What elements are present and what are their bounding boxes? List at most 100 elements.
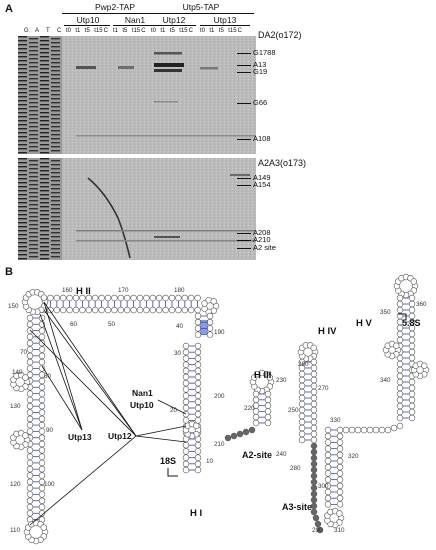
nucleotide <box>396 378 404 386</box>
nucleotide <box>396 300 404 308</box>
nucleotide <box>336 495 344 502</box>
seq-lane-a: A <box>35 28 40 34</box>
nucleotide <box>336 488 344 496</box>
nucleotide <box>59 306 67 314</box>
nucleotide <box>38 346 46 353</box>
position-label: 180 <box>174 287 185 294</box>
nucleotide <box>136 294 144 302</box>
nucleotide <box>390 424 398 432</box>
nucleotide <box>408 348 416 356</box>
nucleotide <box>91 294 99 302</box>
nucleotide <box>175 294 182 302</box>
nucleotide <box>194 348 202 356</box>
nucleotide <box>310 454 318 462</box>
nucleotide <box>298 406 306 414</box>
nucleotide <box>182 361 190 368</box>
nucleotide <box>393 342 400 349</box>
protein-lines <box>150 25 196 26</box>
position-label: 290 <box>312 527 323 534</box>
crosslink-label-utp13: Utp13 <box>68 432 92 442</box>
nucleotide <box>310 460 318 468</box>
gel-marker-label: A210 <box>237 235 271 244</box>
nucleotide <box>396 360 404 368</box>
nucleotide <box>342 426 350 434</box>
helix-label-h-iii: H III <box>254 370 271 381</box>
nucleotide <box>408 306 416 314</box>
nucleotide <box>252 414 260 421</box>
nucleotide <box>336 439 344 446</box>
crosslink-line-utp12 <box>29 435 137 526</box>
nucleotide <box>66 306 73 314</box>
gel-marker-label: G1788 <box>237 48 276 57</box>
nucleotide <box>252 396 260 404</box>
crosslink-line-utp13 <box>39 313 83 431</box>
nucleotide <box>66 294 73 302</box>
rrna-bracket-5-8s <box>398 313 407 320</box>
nucleotide <box>324 482 332 490</box>
nucleotide <box>310 484 318 492</box>
nucleotide <box>298 424 306 432</box>
gel-marker-label: A13 <box>237 60 266 69</box>
nucleotide <box>324 488 332 496</box>
nucleotide <box>40 524 47 531</box>
nucleotide <box>421 362 428 369</box>
nucleotide <box>26 484 34 492</box>
nucleotide <box>26 503 34 511</box>
nucleotide <box>53 294 60 302</box>
nucleotide <box>194 379 202 387</box>
highlight-pair <box>200 320 208 334</box>
nucleotide <box>162 294 169 302</box>
header-utp5-tap: Utp5-TAP <box>182 2 220 12</box>
position-label: 20 <box>170 407 178 414</box>
nucleotide <box>38 384 46 391</box>
nucleotide <box>98 294 105 302</box>
position-label: 360 <box>416 301 427 308</box>
seq-lane-t: T <box>46 28 50 34</box>
nucleotide <box>324 457 332 465</box>
gel-marker-label: A208 <box>237 228 271 237</box>
nucleotide <box>168 294 176 302</box>
crosslink-label-utp12: Utp12 <box>108 431 132 441</box>
nucleotide <box>182 373 190 381</box>
position-label: 270 <box>318 385 329 392</box>
nucleotide <box>26 352 34 360</box>
nucleotide <box>396 396 404 404</box>
rrna-label-18s: 18S <box>160 456 176 466</box>
nucleotide <box>324 495 332 502</box>
nucleotide <box>26 358 34 366</box>
nucleotide <box>408 336 416 344</box>
position-label: 210 <box>214 441 225 448</box>
gel-image-1 <box>18 36 256 154</box>
crosslink-line-utp12 <box>29 329 137 437</box>
nucleotide <box>408 300 416 308</box>
nucleotide <box>26 346 34 353</box>
position-label: 240 <box>276 451 287 458</box>
nucleotide <box>38 339 46 347</box>
nucleotide <box>26 403 34 410</box>
nucleotide <box>194 361 202 368</box>
nucleotide <box>324 464 332 471</box>
nucleotide <box>194 373 202 381</box>
nucleotide <box>79 306 86 314</box>
nucleotide <box>26 415 34 423</box>
nucleotide <box>266 374 273 381</box>
header-pwp2-tap: Pwp2-TAP <box>95 2 135 12</box>
position-label: 160 <box>62 287 73 294</box>
nucleotide <box>206 331 214 338</box>
crosslink-line-utp13 <box>41 365 83 431</box>
nucleotide <box>236 430 244 438</box>
nucleotide <box>26 453 34 460</box>
time-lane-label: t0 <box>200 28 206 34</box>
nucleotide <box>194 392 202 399</box>
time-lane-label: t15 <box>94 28 103 34</box>
nucleotide <box>298 394 306 402</box>
nucleotide <box>38 459 46 467</box>
seq-lane-c: C <box>57 28 62 34</box>
helix-label-h-iv: H IV <box>318 326 337 337</box>
nucleotide <box>136 306 144 314</box>
rrna-label-5-8s: 5.8S <box>402 318 421 328</box>
position-label: 10 <box>206 458 214 465</box>
nucleotide <box>38 409 46 416</box>
nucleotide <box>324 426 332 434</box>
nucleotide <box>298 430 306 438</box>
